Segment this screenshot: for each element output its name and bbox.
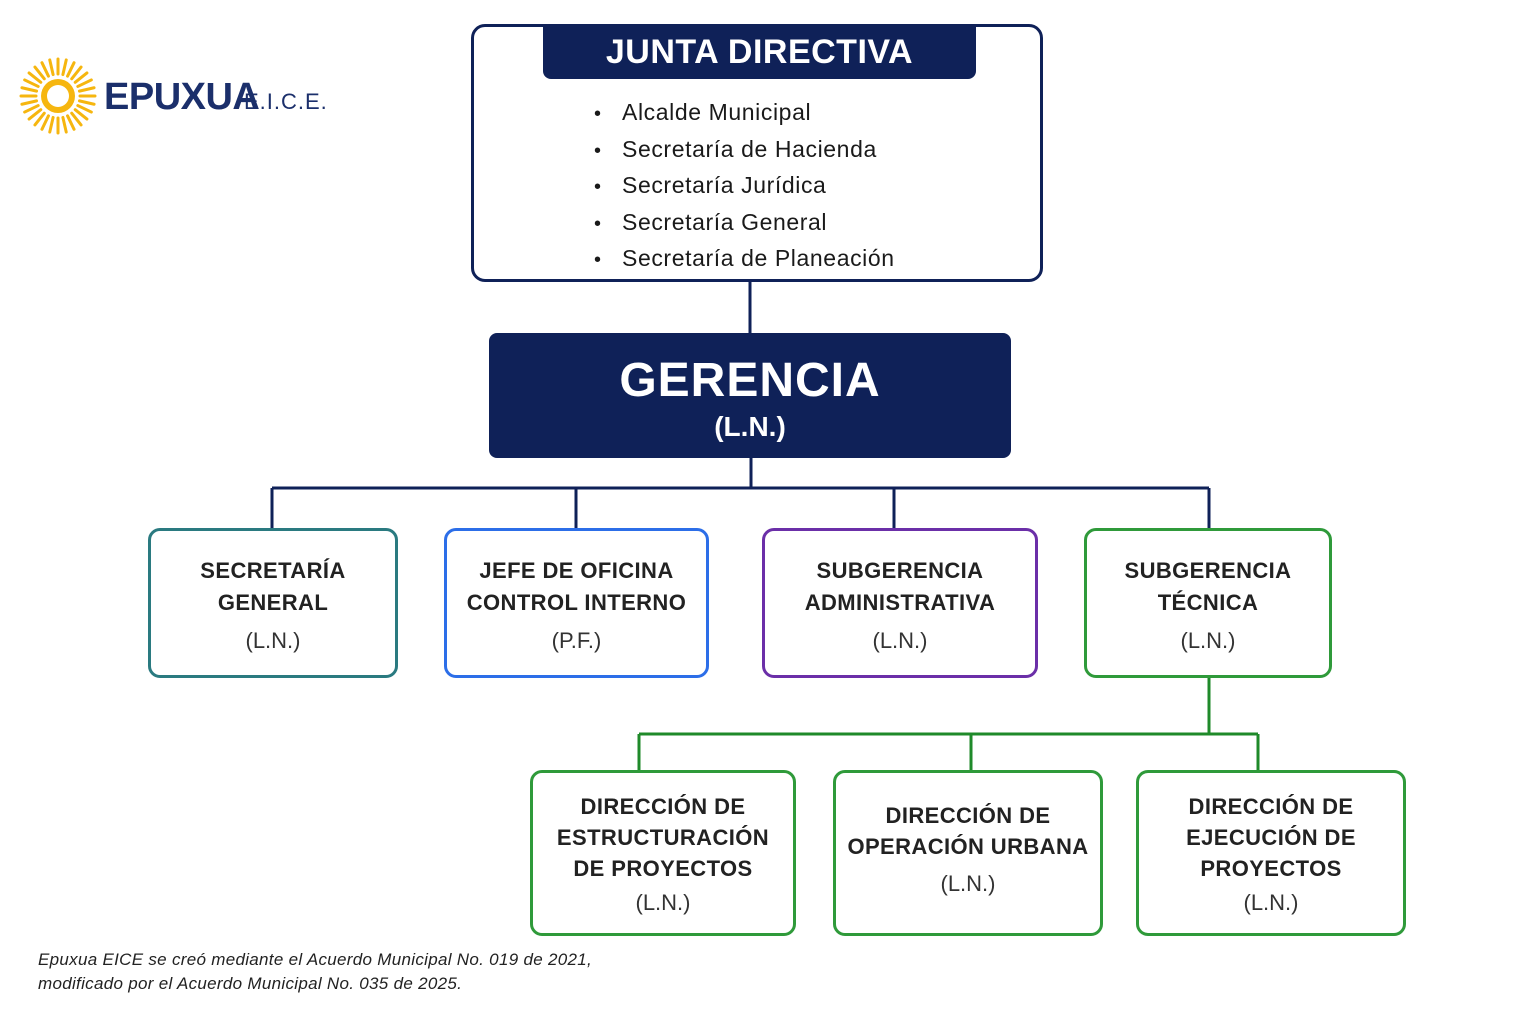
junta-directiva-title: JUNTA DIRECTIVA: [543, 25, 976, 79]
unit-name-line: SECRETARÍA: [200, 558, 346, 583]
junta-member: •Alcalde Municipal: [594, 99, 812, 125]
unit-subgerencia-administrativa: SUBGERENCIA ADMINISTRATIVA (L.N.): [762, 528, 1038, 678]
unit-name-line: TÉCNICA: [1157, 590, 1259, 615]
direction-name-line: DIRECCIÓN DE: [885, 803, 1051, 828]
direction-name-line: EJECUCIÓN DE: [1186, 825, 1356, 850]
unit-code: (L.N.): [245, 628, 301, 653]
direction-ejecucion-proyectos: DIRECCIÓN DE EJECUCIÓN DE PROYECTOS (L.N…: [1136, 770, 1406, 936]
logo-wordmark: EPUXUA: [104, 76, 260, 118]
unit-name-line: SUBGERENCIA: [816, 558, 984, 583]
unit-code: (L.N.): [872, 628, 928, 653]
unit-secretaria-general: SECRETARÍA GENERAL (L.N.): [148, 528, 398, 678]
direction-code: (L.N.): [1243, 890, 1299, 915]
junta-members-list: •Alcalde Municipal •Secretaría de Hacien…: [594, 94, 895, 277]
junta-member: •Secretaría de Planeación: [594, 245, 895, 271]
direction-code: (L.N.): [940, 871, 996, 896]
junta-member: •Secretaría General: [594, 208, 828, 235]
direction-name-line: OPERACIÓN URBANA: [847, 834, 1089, 859]
direction-name-line: DE PROYECTOS: [573, 856, 753, 881]
footnote-line: Epuxua EICE se creó mediante el Acuerdo …: [38, 950, 593, 969]
direction-name-line: DIRECCIÓN DE: [580, 794, 746, 819]
gerencia-code: (L.N.): [714, 411, 786, 442]
unit-name-line: SUBGERENCIA: [1124, 558, 1292, 583]
unit-code: (L.N.): [1180, 628, 1236, 653]
footnote-line: modificado por el Acuerdo Municipal No. …: [38, 974, 463, 993]
direction-name-line: ESTRUCTURACIÓN: [556, 825, 770, 850]
unit-name-line: ADMINISTRATIVA: [804, 590, 996, 615]
unit-name-line: CONTROL INTERNO: [466, 590, 687, 615]
unit-control-interno: JEFE DE OFICINA CONTROL INTERNO (P.F.): [444, 528, 709, 678]
direction-name-line: PROYECTOS: [1200, 856, 1342, 881]
unit-subgerencia-tecnica: SUBGERENCIA TÉCNICA (L.N.): [1084, 528, 1332, 678]
junta-member: •Secretaría Jurídica: [594, 172, 827, 198]
unit-name-line: GENERAL: [217, 590, 329, 615]
direction-code: (L.N.): [635, 890, 691, 915]
unit-name-line: JEFE DE OFICINA: [479, 558, 674, 583]
direction-name-line: DIRECCIÓN DE: [1188, 794, 1354, 819]
gerencia-title: GERENCIA: [619, 354, 881, 407]
direction-operacion-urbana: DIRECCIÓN DE OPERACIÓN URBANA (L.N.): [833, 770, 1103, 936]
unit-code: (P.F.): [551, 628, 602, 653]
junta-member: •Secretaría de Hacienda: [594, 135, 877, 162]
footnote: Epuxua EICE se creó mediante el Acuerdo …: [38, 948, 592, 996]
logo-suffix: E.I.C.E.: [244, 89, 328, 114]
direction-estructuracion-proyectos: DIRECCIÓN DE ESTRUCTURACIÓN DE PROYECTOS…: [530, 770, 796, 936]
gerencia-box: GERENCIA (L.N.): [489, 333, 1011, 458]
sun-logo-icon: [19, 57, 97, 135]
